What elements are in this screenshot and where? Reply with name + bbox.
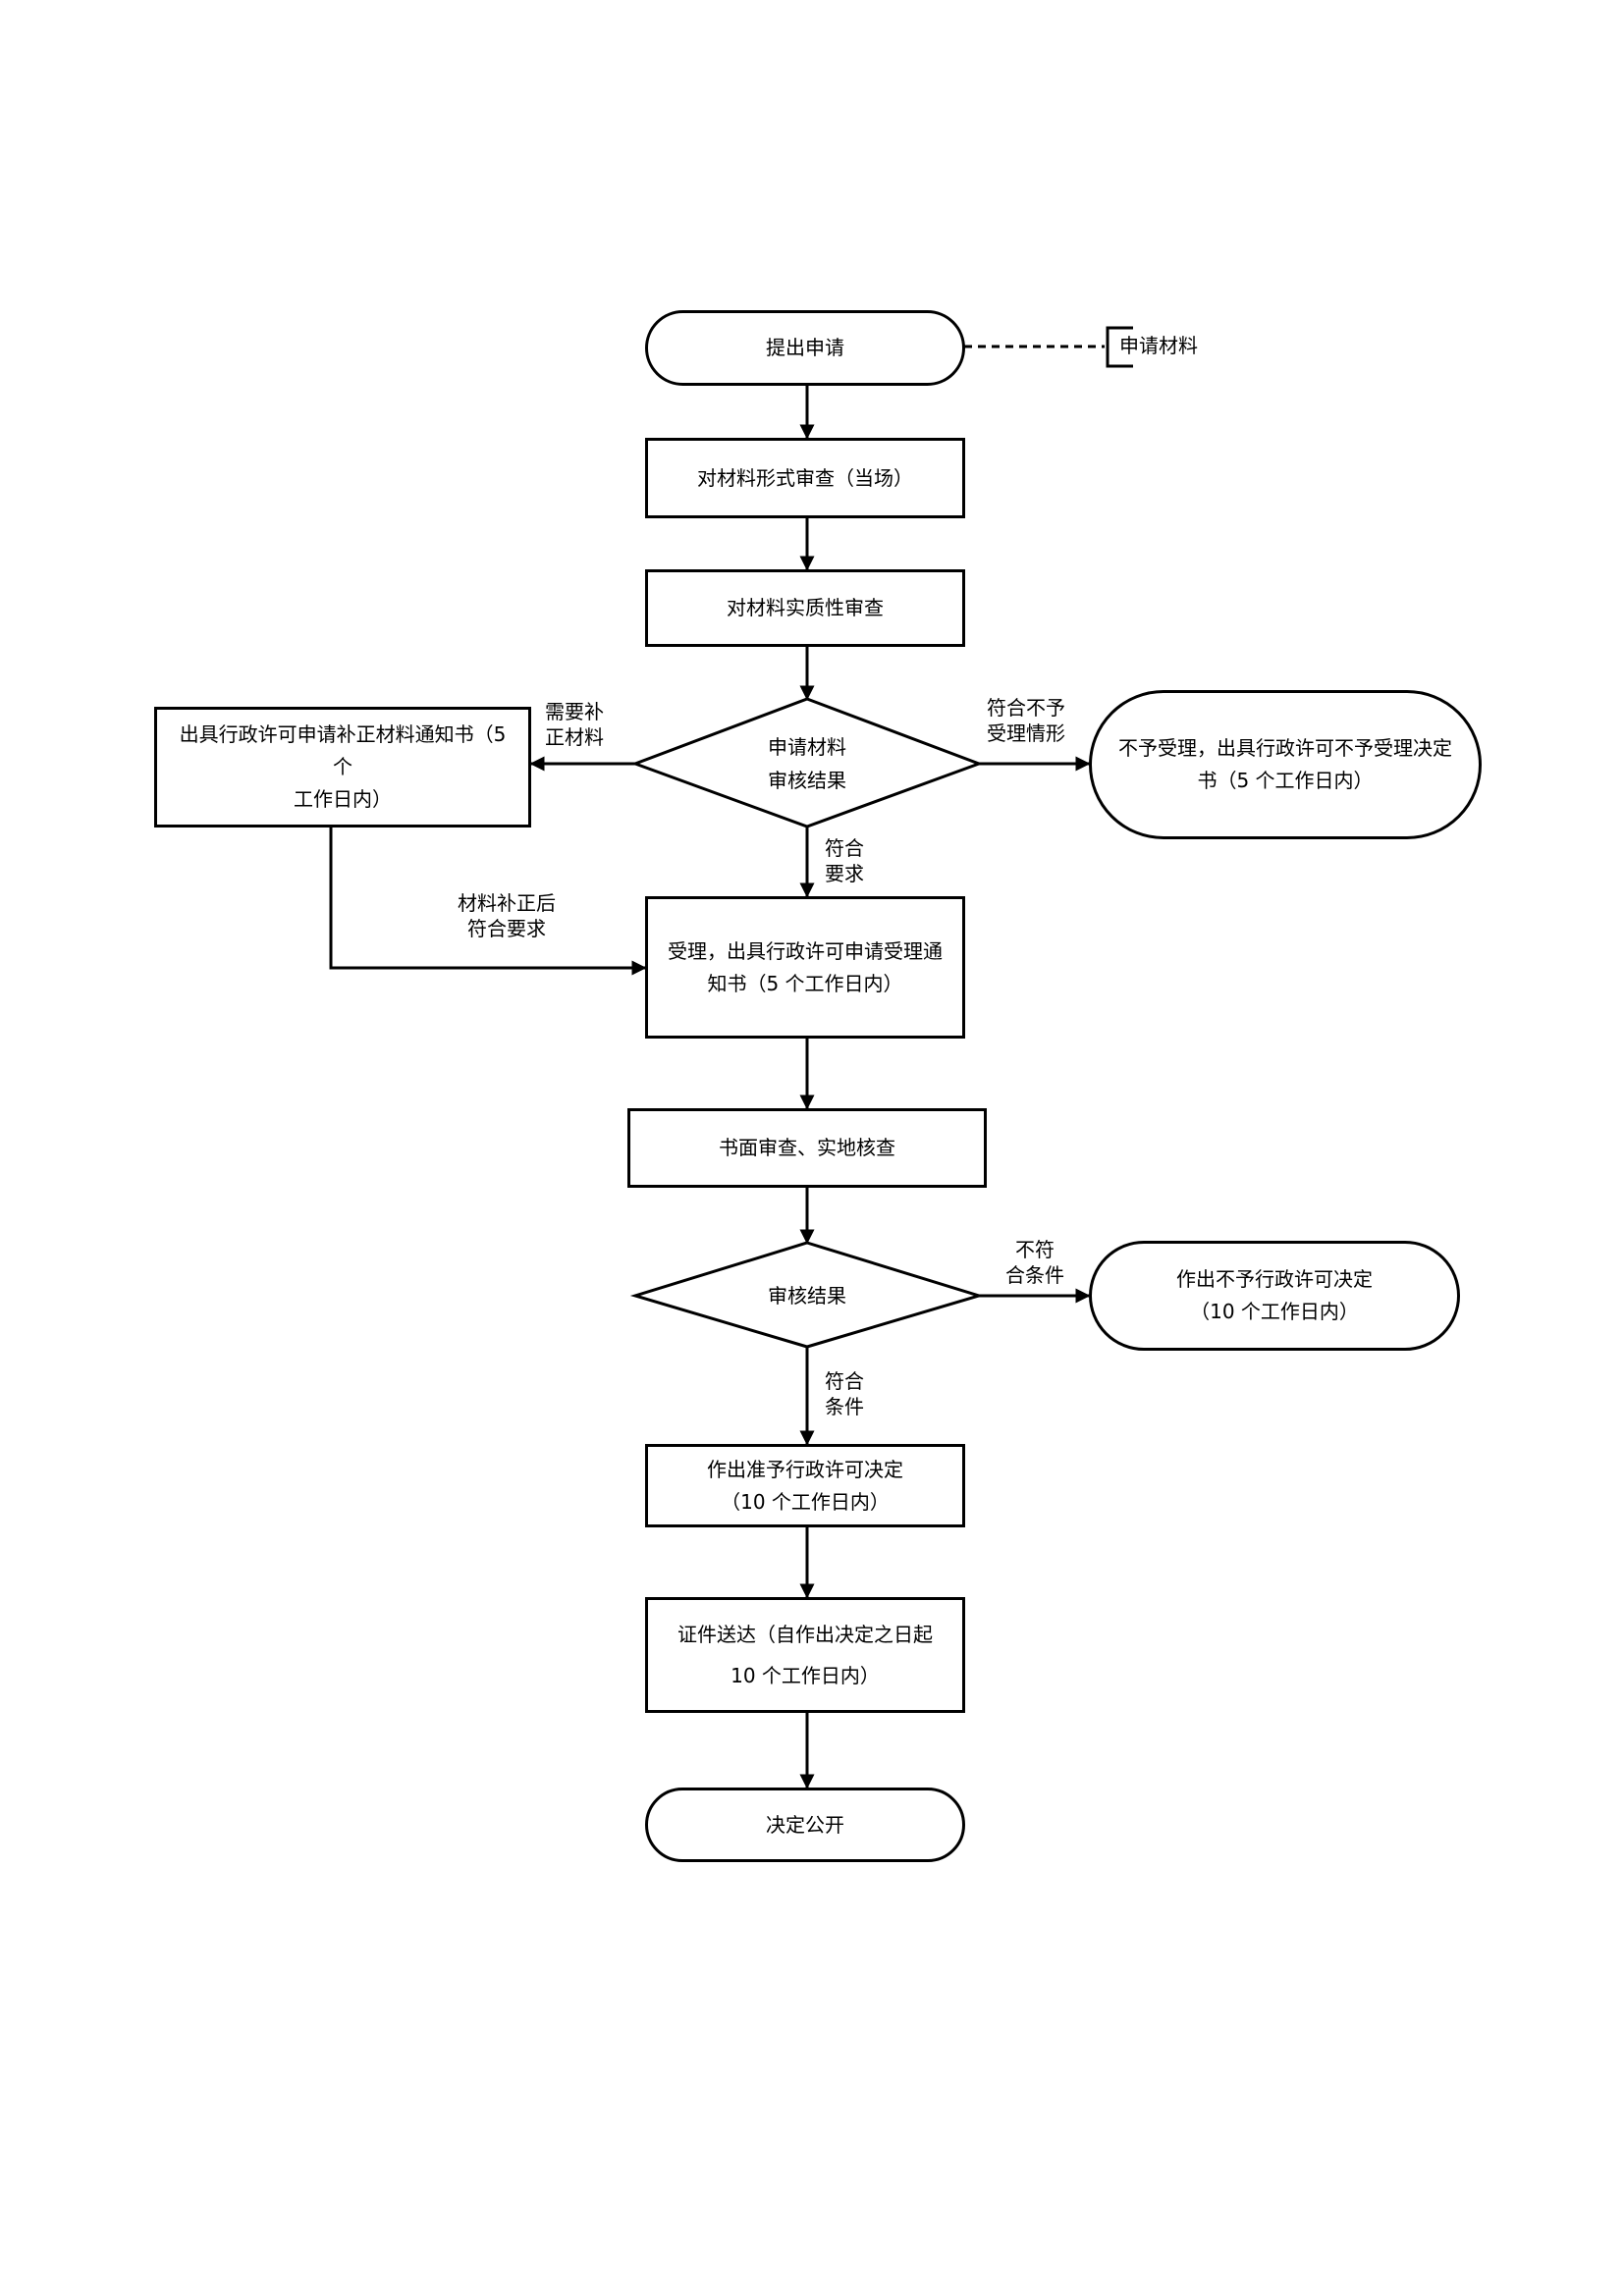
label-meets-requirement-line-2: 要求	[825, 862, 864, 885]
label-after-supplement-line-1: 材料补正后	[458, 891, 556, 915]
publish-terminal: 决定公开	[645, 1788, 965, 1862]
label-meets-conditions-line-2: 条件	[825, 1395, 864, 1418]
label-not-accepted-line-1: 符合不予	[987, 696, 1065, 720]
label-after-supplement-line-2: 符合要求	[467, 917, 546, 940]
grant-permit-line-1: 作出准予行政许可决定	[707, 1457, 903, 1481]
accept-line-2: 知书（5 个工作日内）	[707, 971, 903, 995]
label-not-meet-line-1: 不符	[1015, 1238, 1055, 1261]
materials-bracket	[1106, 326, 1133, 368]
accept-box: 受理，出具行政许可申请受理通 知书（5 个工作日内）	[645, 896, 965, 1039]
decision1-text: 申请材料 审核结果	[684, 728, 930, 799]
supplement-notice-line-1: 出具行政许可申请补正材料通知书（5 个	[179, 722, 507, 778]
label-need-supplement-line-2: 正材料	[545, 725, 604, 749]
decision2-line: 审核结果	[768, 1284, 846, 1308]
submit-text: 提出申请	[766, 336, 844, 359]
label-need-supplement-line-1: 需要补	[545, 700, 604, 723]
deny-permit-line-2: （10 个工作日内）	[1190, 1300, 1359, 1323]
supplement-notice-box: 出具行政许可申请补正材料通知书（5 个 工作日内）	[154, 707, 531, 828]
label-not-accepted-line-2: 受理情形	[987, 721, 1065, 745]
reject-accept-line-1: 不予受理，出具行政许可不予受理决定	[1118, 736, 1452, 760]
submit-terminal: 提出申请	[645, 310, 965, 386]
label-after-supplement: 材料补正后 符合要求	[458, 890, 556, 941]
onsite-review-box: 书面审查、实地核查	[627, 1108, 987, 1188]
deliver-line-1: 证件送达（自作出决定之日起	[677, 1623, 933, 1646]
label-not-meet-line-2: 合条件	[1005, 1263, 1064, 1287]
reject-accept-terminal: 不予受理，出具行政许可不予受理决定 书（5 个工作日内）	[1089, 690, 1482, 839]
grant-permit-line-2: （10 个工作日内）	[721, 1489, 890, 1514]
decision1-diamond	[630, 697, 984, 828]
deliver-box: 证件送达（自作出决定之日起 10 个工作日内）	[645, 1597, 965, 1713]
form-review-box: 对材料形式审查（当场）	[645, 438, 965, 518]
grant-permit-box: 作出准予行政许可决定 （10 个工作日内）	[645, 1444, 965, 1527]
onsite-review-text: 书面审查、实地核查	[719, 1136, 895, 1159]
deny-permit-terminal: 作出不予行政许可决定 （10 个工作日内）	[1089, 1241, 1460, 1351]
label-meets-requirement: 符合 要求	[825, 835, 864, 886]
label-not-meet-conditions: 不符 合条件	[1005, 1237, 1064, 1288]
deny-permit-line-1: 作出不予行政许可决定	[1176, 1267, 1373, 1291]
label-meets-conditions: 符合 条件	[825, 1368, 864, 1419]
accept-line-1: 受理，出具行政许可申请受理通	[668, 938, 943, 963]
substantive-review-text: 对材料实质性审查	[727, 596, 884, 619]
substantive-review-box: 对材料实质性审查	[645, 569, 965, 647]
decision1-line-1: 申请材料	[768, 735, 846, 759]
label-not-accepted-case: 符合不予 受理情形	[987, 695, 1065, 746]
form-review-text: 对材料形式审查（当场）	[697, 465, 913, 490]
arrow-supplement-to-accept	[329, 828, 647, 976]
label-meets-conditions-line-1: 符合	[825, 1369, 864, 1393]
deliver-line-2: 10 个工作日内）	[731, 1664, 880, 1687]
reject-accept-line-2: 书（5 个工作日内）	[1197, 769, 1374, 792]
materials-label: 申请材料	[1119, 334, 1198, 357]
decision2-diamond	[629, 1241, 985, 1349]
decision1-line-2: 审核结果	[768, 769, 846, 792]
supplement-notice-line-2: 工作日内）	[294, 787, 392, 811]
label-need-supplement: 需要补 正材料	[545, 699, 604, 750]
decision2-text: 审核结果	[684, 1276, 930, 1315]
publish-text: 决定公开	[766, 1812, 844, 1837]
label-meets-requirement-line-1: 符合	[825, 836, 864, 860]
